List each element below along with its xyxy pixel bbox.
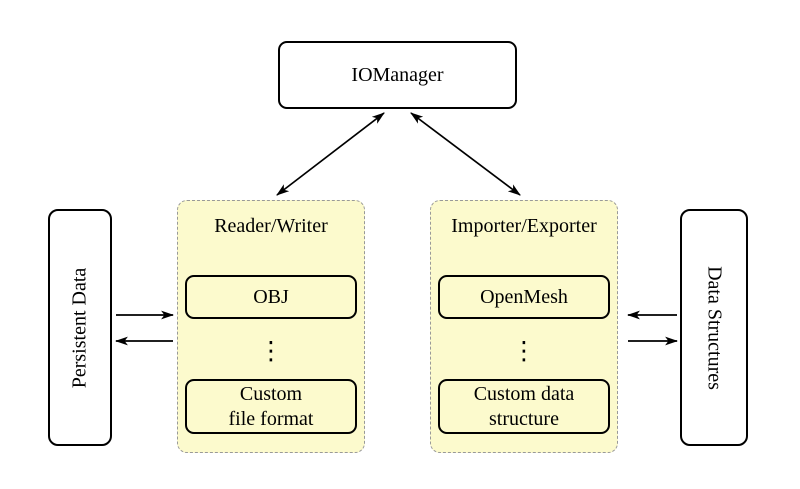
node-persistent-data-label: Persistent Data <box>68 267 91 388</box>
node-custom-data-structure: Custom data structure <box>438 379 610 434</box>
arrow-iomanager-importerexporter <box>410 112 521 196</box>
node-custom-data-structure-line2: structure <box>489 407 559 430</box>
node-iomanager-label: IOManager <box>351 63 444 86</box>
arrow-iomanager-readerwriter <box>276 112 385 196</box>
node-iomanager: IOManager <box>278 41 517 109</box>
node-obj: OBJ <box>185 275 357 319</box>
node-data-structures-label: Data Structures <box>703 265 726 390</box>
node-persistent-data: Persistent Data <box>48 209 112 446</box>
node-custom-file-format-line1: Custom <box>239 382 303 405</box>
node-obj-label: OBJ <box>253 285 289 308</box>
group-reader-writer-title: Reader/Writer <box>214 215 328 237</box>
group-importer-exporter: Importer/Exporter OpenMesh ⋮ Custom data… <box>430 200 618 453</box>
ellipsis-reader-writer: ⋮ <box>258 336 284 365</box>
node-custom-file-format: Custom file format <box>185 379 357 434</box>
node-data-structures: Data Structures <box>680 209 748 446</box>
node-custom-file-format-line2: file format <box>228 407 314 430</box>
group-importer-exporter-title: Importer/Exporter <box>451 215 597 237</box>
node-custom-data-structure-line1: Custom data <box>473 382 575 405</box>
ellipsis-importer-exporter: ⋮ <box>511 336 537 365</box>
node-openmesh-label: OpenMesh <box>480 285 568 308</box>
group-reader-writer: Reader/Writer OBJ ⋮ Custom file format <box>177 200 365 453</box>
node-openmesh: OpenMesh <box>438 275 610 319</box>
